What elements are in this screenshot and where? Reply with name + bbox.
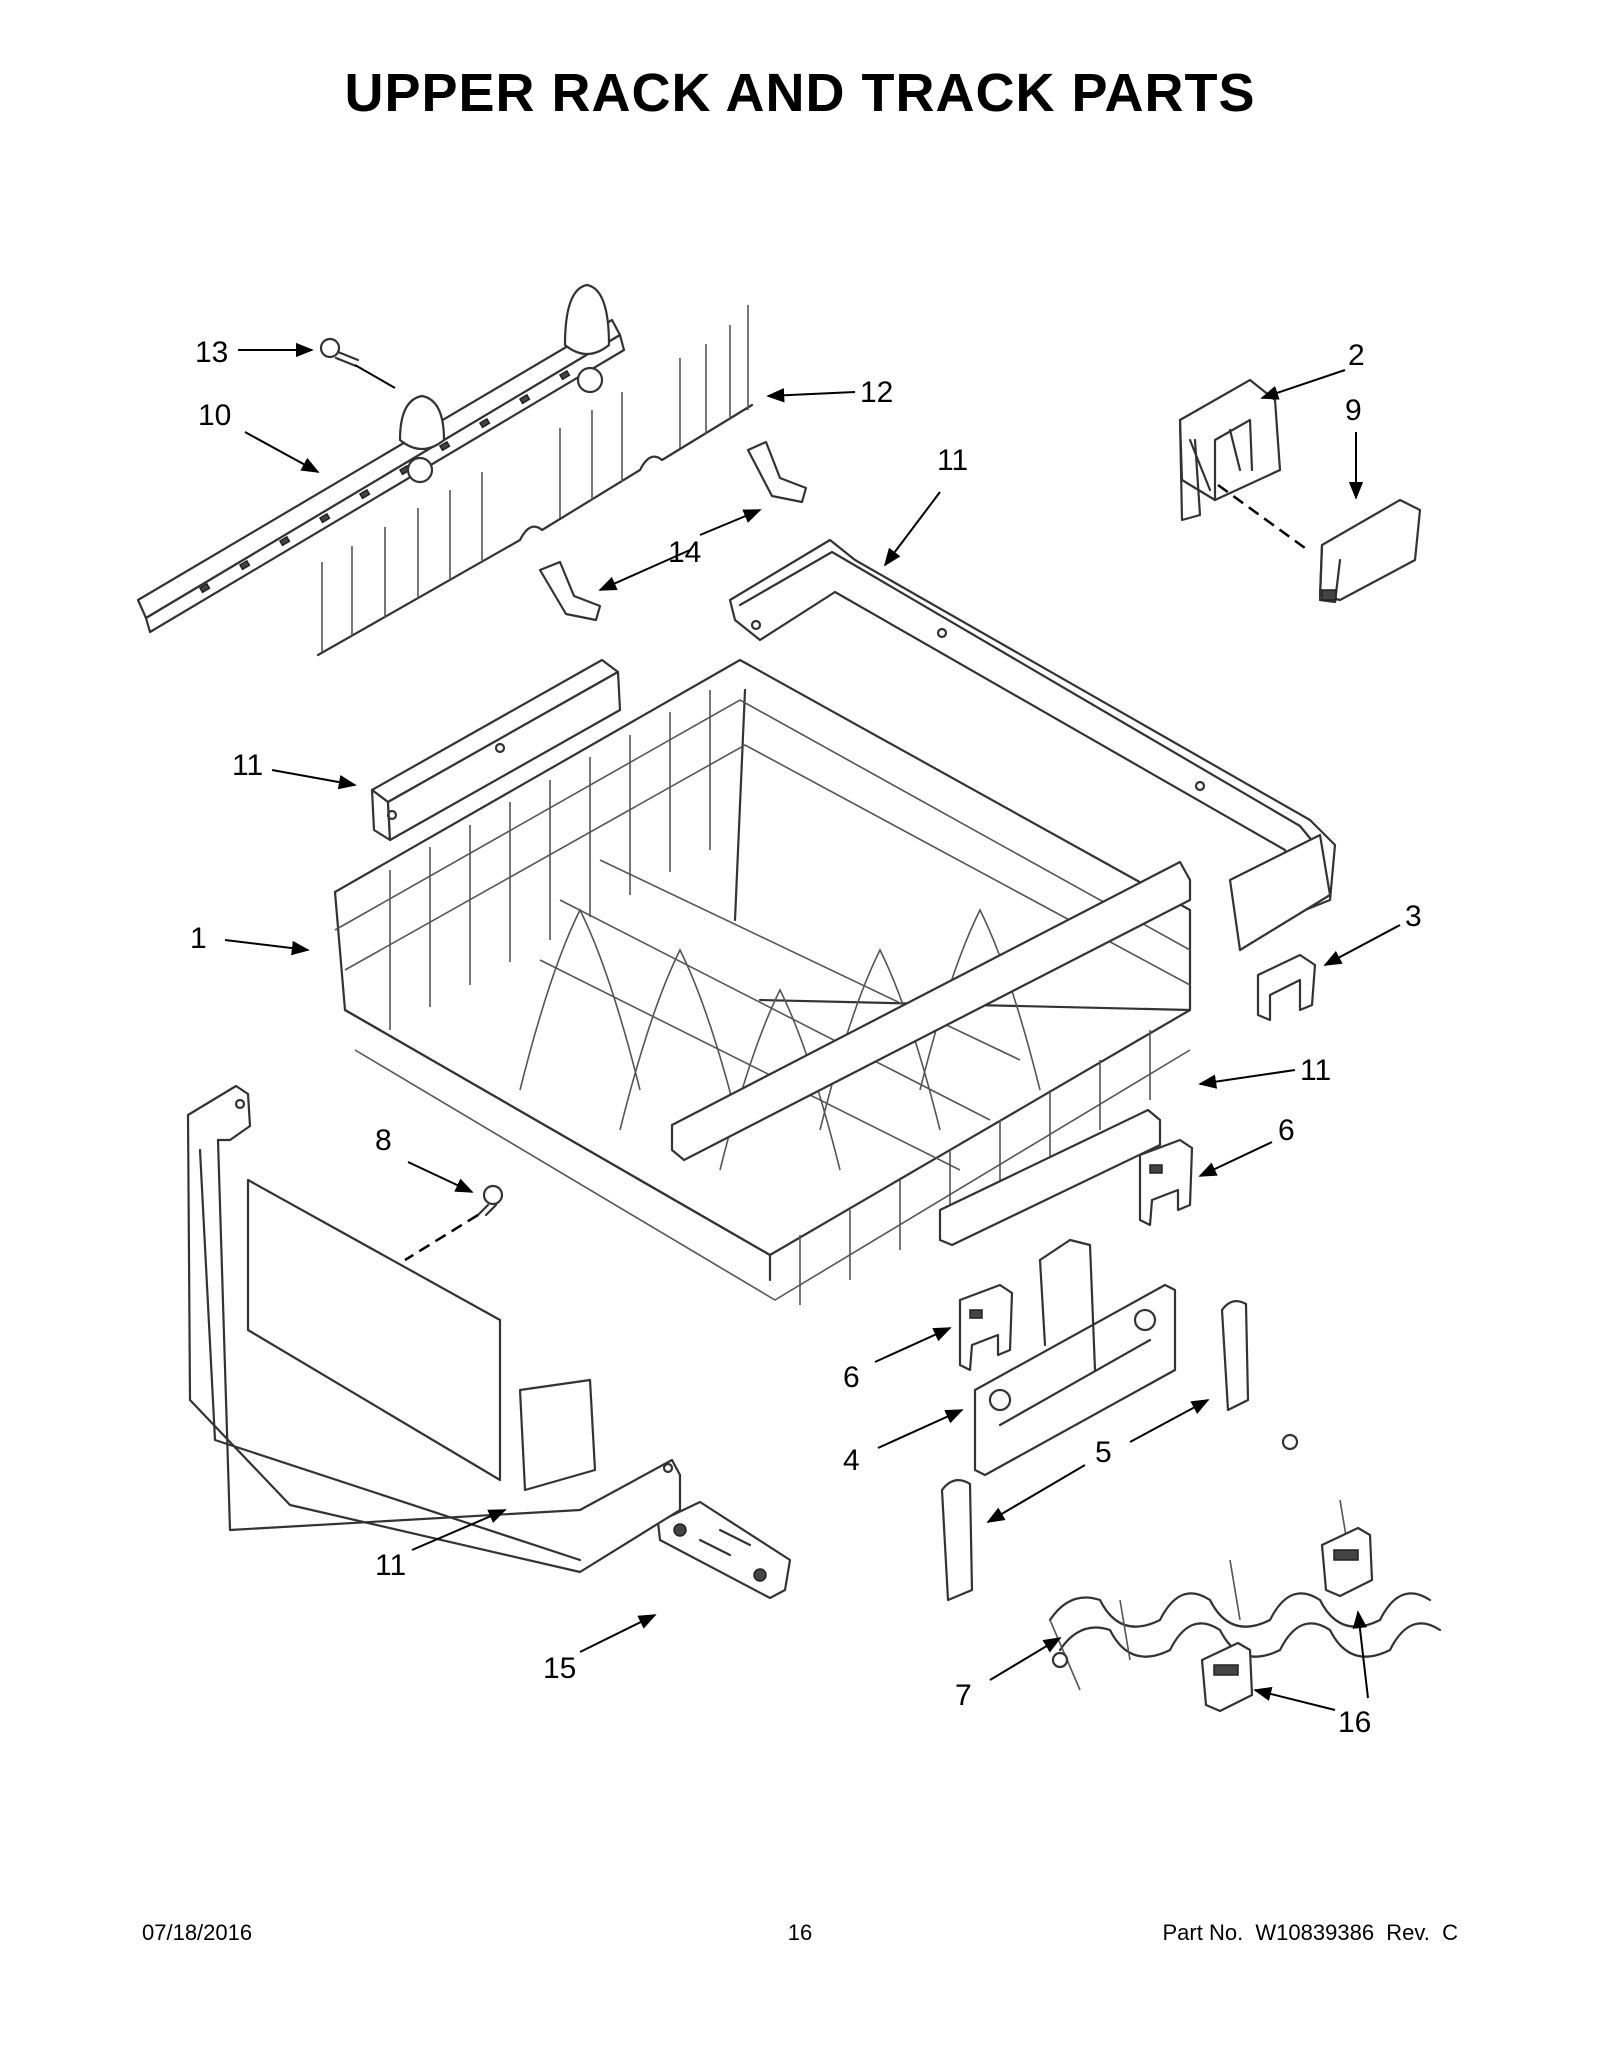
tine-row-part: [316, 305, 754, 657]
rail-end-part: [656, 1500, 792, 1600]
callout-13: 13: [195, 336, 228, 369]
track-stop-lower-part: [940, 1479, 974, 1602]
dashed-connector-9: [1217, 483, 1306, 550]
leader-14-b: [699, 509, 762, 536]
leader-14-a: [598, 549, 691, 591]
leader-11-bottom: [411, 1509, 507, 1551]
leader-5-right: [1129, 1399, 1210, 1443]
adjuster-cover-part: [1318, 498, 1422, 604]
callout-4: 4: [843, 1444, 860, 1477]
leader-6-right: [1198, 1141, 1273, 1177]
leader-11-left: [271, 769, 357, 790]
callout-6-left: 6: [843, 1361, 860, 1394]
callout-1: 1: [190, 922, 207, 955]
callout-15: 15: [543, 1652, 576, 1685]
leader-8: [407, 1161, 474, 1193]
leader-2: [1260, 369, 1346, 400]
track-rail-part: [136, 283, 626, 634]
callout-11-right: 11: [1300, 1054, 1331, 1087]
callout-8: 8: [375, 1124, 392, 1157]
leader-5-left: [986, 1464, 1086, 1523]
callout-9: 9: [1345, 394, 1362, 427]
leader-13b: [354, 364, 396, 389]
rack-adjuster-part: [973, 1238, 1177, 1477]
callout-12: 12: [860, 376, 893, 409]
rack-strip-upper-right-part: [670, 860, 1192, 1162]
leader-16-b: [1352, 1610, 1369, 1699]
screw-part-top: [319, 337, 360, 368]
footer-page-number: 16: [787, 1920, 813, 1945]
leader-1: [224, 939, 310, 956]
callout-10: 10: [198, 399, 231, 432]
screw-part-8: [476, 1184, 504, 1217]
clip-part-14: [538, 440, 808, 622]
leader-7: [989, 1637, 1062, 1681]
callout-14: 14: [668, 536, 701, 569]
shelf-clip-upper-part: [1320, 1526, 1374, 1598]
callout-5: 5: [1095, 1436, 1112, 1469]
shelf-clip-lower-part: [1200, 1641, 1254, 1713]
callout-6-right: 6: [1278, 1114, 1295, 1147]
adjuster-clip-right-part: [1138, 1138, 1194, 1227]
leader-11-top: [883, 491, 941, 567]
rack-rail-left-part: [370, 658, 622, 842]
dashed-connector-8: [404, 1213, 479, 1262]
upper-rack-part: [333, 658, 1192, 1305]
adjuster-clip-left-part: [958, 1283, 1014, 1372]
leader-12: [766, 388, 856, 403]
rack-front-handle-part: [186, 1084, 682, 1574]
leader-16-a: [1253, 1686, 1336, 1711]
rack-strip-lower-right-part: [938, 1108, 1162, 1247]
leader-10: [244, 431, 320, 473]
adjuster-housing-part: [1178, 378, 1282, 522]
rack-clip-part: [1256, 953, 1317, 1022]
footer-part-number: Part No. W10839386 Rev. C: [1162, 1920, 1458, 1945]
callout-3: 3: [1405, 900, 1422, 933]
leader-6-left: [874, 1327, 952, 1363]
footer-date: 07/18/2016: [142, 1920, 253, 1945]
leader-11-right: [1198, 1069, 1296, 1089]
page-title: UPPER RACK AND TRACK PARTS: [344, 63, 1256, 123]
rack-frame-top-part: [728, 538, 1337, 952]
callout-16: 16: [1338, 1706, 1371, 1739]
callout-11-bottom: 11: [375, 1549, 406, 1582]
leader-3: [1323, 924, 1401, 966]
callout-11-top: 11: [937, 444, 968, 477]
callout-7: 7: [955, 1679, 972, 1712]
callout-11-left: 11: [232, 749, 263, 782]
leader-15: [579, 1614, 657, 1653]
callout-2: 2: [1348, 339, 1365, 372]
leader-4: [877, 1409, 964, 1449]
track-stop-upper-part: [1220, 1299, 1250, 1412]
